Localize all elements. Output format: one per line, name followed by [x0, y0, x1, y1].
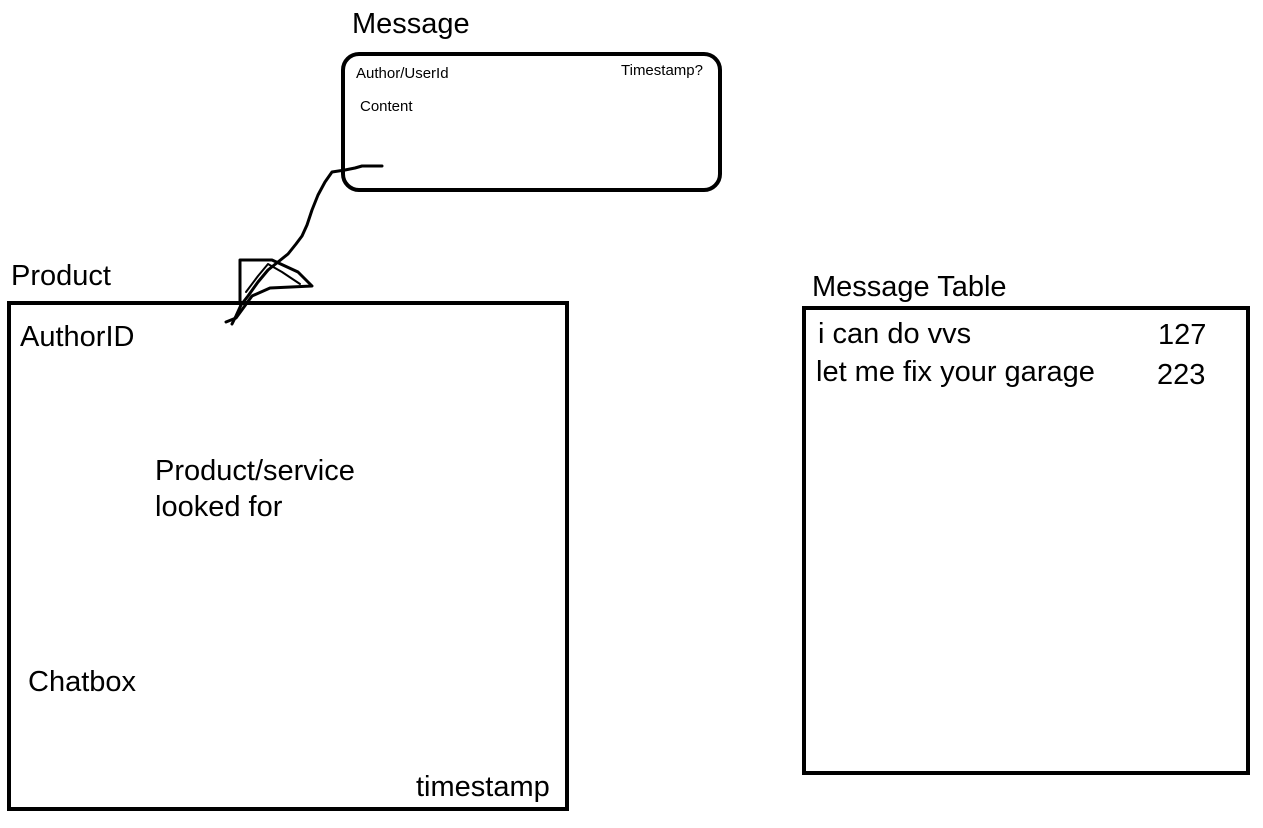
message-timestamp-field: Timestamp? [621, 62, 703, 79]
message-entity-box [341, 52, 722, 192]
product-author-id-field: AuthorID [20, 321, 135, 353]
table-row-1-text: i can do vvs [818, 318, 972, 350]
message-title: Message [352, 8, 470, 40]
table-row-2-value: 223 [1157, 359, 1206, 391]
product-chatbox-field: Chatbox [28, 666, 137, 698]
product-entity-box [7, 301, 569, 811]
product-looked-for-line2: looked for [155, 491, 283, 523]
message-table-title: Message Table [812, 271, 1007, 303]
table-row-2-text: let me fix your garage [816, 356, 1095, 388]
message-table-box [802, 306, 1250, 775]
product-timestamp-field: timestamp [416, 771, 550, 803]
message-content-field: Content [360, 98, 413, 115]
connector-arrow-inner [245, 263, 301, 293]
table-row-1-value: 127 [1158, 319, 1207, 351]
product-looked-for-line1: Product/service [155, 455, 355, 487]
product-title: Product [11, 260, 111, 292]
message-author-field: Author/UserId [356, 65, 449, 82]
